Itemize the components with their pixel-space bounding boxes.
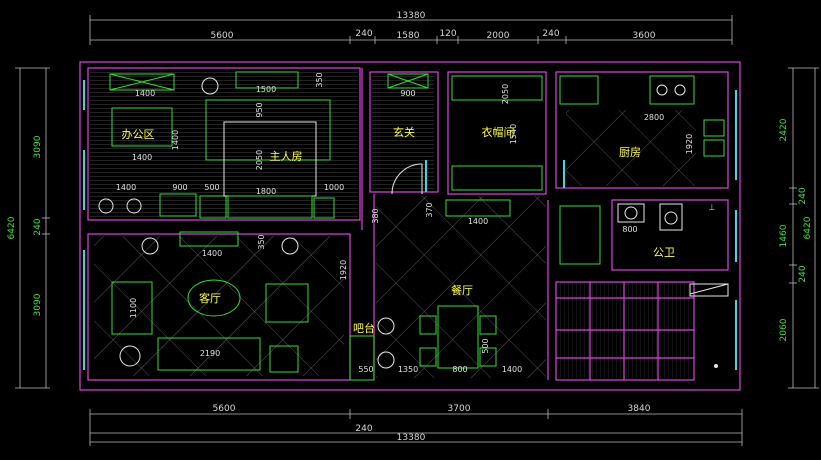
bar-dim-550: 550 — [358, 365, 373, 374]
windows — [83, 80, 737, 370]
bottom-dim-3700: 3700 — [448, 404, 471, 414]
right-total-dimension: 6420 — [803, 216, 813, 239]
living-room-furniture: 1400 350 1920 1100 客厅 2190 — [111, 231, 348, 373]
dining-furniture: 1400 380 370 餐厅 吧台 550 1350 800 1400 500 — [349, 199, 522, 381]
room-label-master-bedroom: 主人房 — [270, 150, 303, 163]
kitchen-fixtures: 2800 1920 厨房 — [559, 75, 725, 159]
living-dim-2190: 2190 — [200, 349, 220, 358]
bottom-dimensions: 5600 3700 3840 240 13380 — [89, 404, 743, 446]
bath-tap-glyph: ⊥ — [709, 203, 716, 212]
right-dim-2060: 2060 — [779, 318, 789, 341]
right-dim-240: 240 — [798, 187, 808, 204]
room-label-entrance: 玄关 — [393, 125, 415, 139]
room-label-cloakroom: 衣帽间 — [482, 125, 515, 139]
master-dim-1500: 1500 — [256, 85, 276, 94]
dining-dim-1400-bottom: 1400 — [502, 365, 522, 374]
dining-dim-380: 380 — [371, 208, 380, 223]
top-dimensions: 13380 5600 240 1580 120 2000 240 3600 — [89, 11, 733, 45]
room-label-bar: 吧台 — [353, 321, 375, 335]
master-bedroom-furniture: 1500 2050 1800 1000 350 950 主人房 — [205, 71, 344, 219]
left-total-dimension: 6420 — [7, 216, 17, 239]
right-dim-240-b: 240 — [798, 265, 808, 282]
bathroom-fixtures: ⊥ 800 公卫 — [559, 203, 716, 265]
floor-patterns — [90, 70, 696, 378]
left-dim-240: 240 — [33, 218, 43, 235]
office-furniture: 1400 1400 1400 1400 900 500 办公区 — [98, 73, 227, 219]
closet-dim-1540: 1540 — [509, 124, 518, 144]
room-label-kitchen: 厨房 — [619, 146, 641, 159]
walls — [79, 61, 741, 391]
kitchen-dim-2800: 2800 — [644, 113, 664, 122]
bottom-dim-3840: 3840 — [628, 404, 651, 414]
office-dim-1400-top: 1400 — [135, 89, 155, 98]
top-total-dimension: 13380 — [397, 11, 426, 21]
living-dim-350: 350 — [257, 234, 266, 249]
living-dim-1920: 1920 — [339, 260, 348, 280]
right-dim-2420: 2420 — [779, 118, 789, 141]
stairs — [689, 283, 729, 368]
master-dim-2050: 2050 — [255, 150, 264, 170]
top-dim-1580: 1580 — [397, 31, 420, 41]
right-dim-1460: 1460 — [779, 224, 789, 247]
top-dim-120: 120 — [439, 29, 456, 39]
master-dim-350: 350 — [315, 72, 324, 87]
room-label-public-bath: 公卫 — [653, 246, 675, 259]
top-dim-5600: 5600 — [211, 31, 234, 41]
dining-dim-800: 800 — [452, 365, 467, 374]
office-dim-1400-bottom: 1400 — [132, 153, 152, 162]
closet-dim-2050: 2050 — [501, 84, 510, 104]
dining-dim-1400-top: 1400 — [468, 217, 488, 226]
living-dim-1400: 1400 — [202, 249, 222, 258]
room-label-office: 办公区 — [122, 128, 155, 141]
office-dim-1400-side: 1400 — [116, 183, 136, 192]
bath-dim-800: 800 — [622, 225, 637, 234]
dining-dim-370: 370 — [425, 202, 434, 217]
bottom-dim-240: 240 — [355, 424, 372, 434]
top-dim-3600: 3600 — [633, 31, 656, 41]
master-dim-1800: 1800 — [256, 187, 276, 196]
top-dim-240-b: 240 — [542, 29, 559, 39]
dining-dim-500: 500 — [481, 338, 490, 353]
room-label-living-room: 客厅 — [199, 291, 221, 305]
left-dimensions: 6420 3090 240 3090 — [7, 67, 50, 389]
room-label-dining-room: 餐厅 — [451, 283, 473, 297]
right-dimensions: 2420 240 1460 240 2060 6420 — [779, 67, 819, 389]
top-dim-2000: 2000 — [487, 31, 510, 41]
office-dim-900: 900 — [172, 183, 187, 192]
office-dim-500: 500 — [204, 183, 219, 192]
living-dim-1100: 1100 — [129, 298, 138, 318]
bar-dim-1350: 1350 — [398, 365, 418, 374]
bottom-total-dimension: 13380 — [397, 433, 426, 443]
entrance-dim-900: 900 — [400, 89, 415, 98]
left-dim-3090-top: 3090 — [33, 135, 43, 158]
kitchen-dim-1920: 1920 — [685, 134, 694, 154]
left-dim-3090-bottom: 3090 — [33, 293, 43, 316]
master-dim-950: 950 — [255, 102, 264, 117]
bottom-dim-5600: 5600 — [213, 404, 236, 414]
office-dim-1400-vert: 1400 — [171, 130, 180, 150]
master-dim-1000: 1000 — [324, 183, 344, 192]
top-dim-240: 240 — [355, 29, 372, 39]
entrance-closet: 900 玄关 2050 1540 衣帽间 — [387, 73, 543, 195]
